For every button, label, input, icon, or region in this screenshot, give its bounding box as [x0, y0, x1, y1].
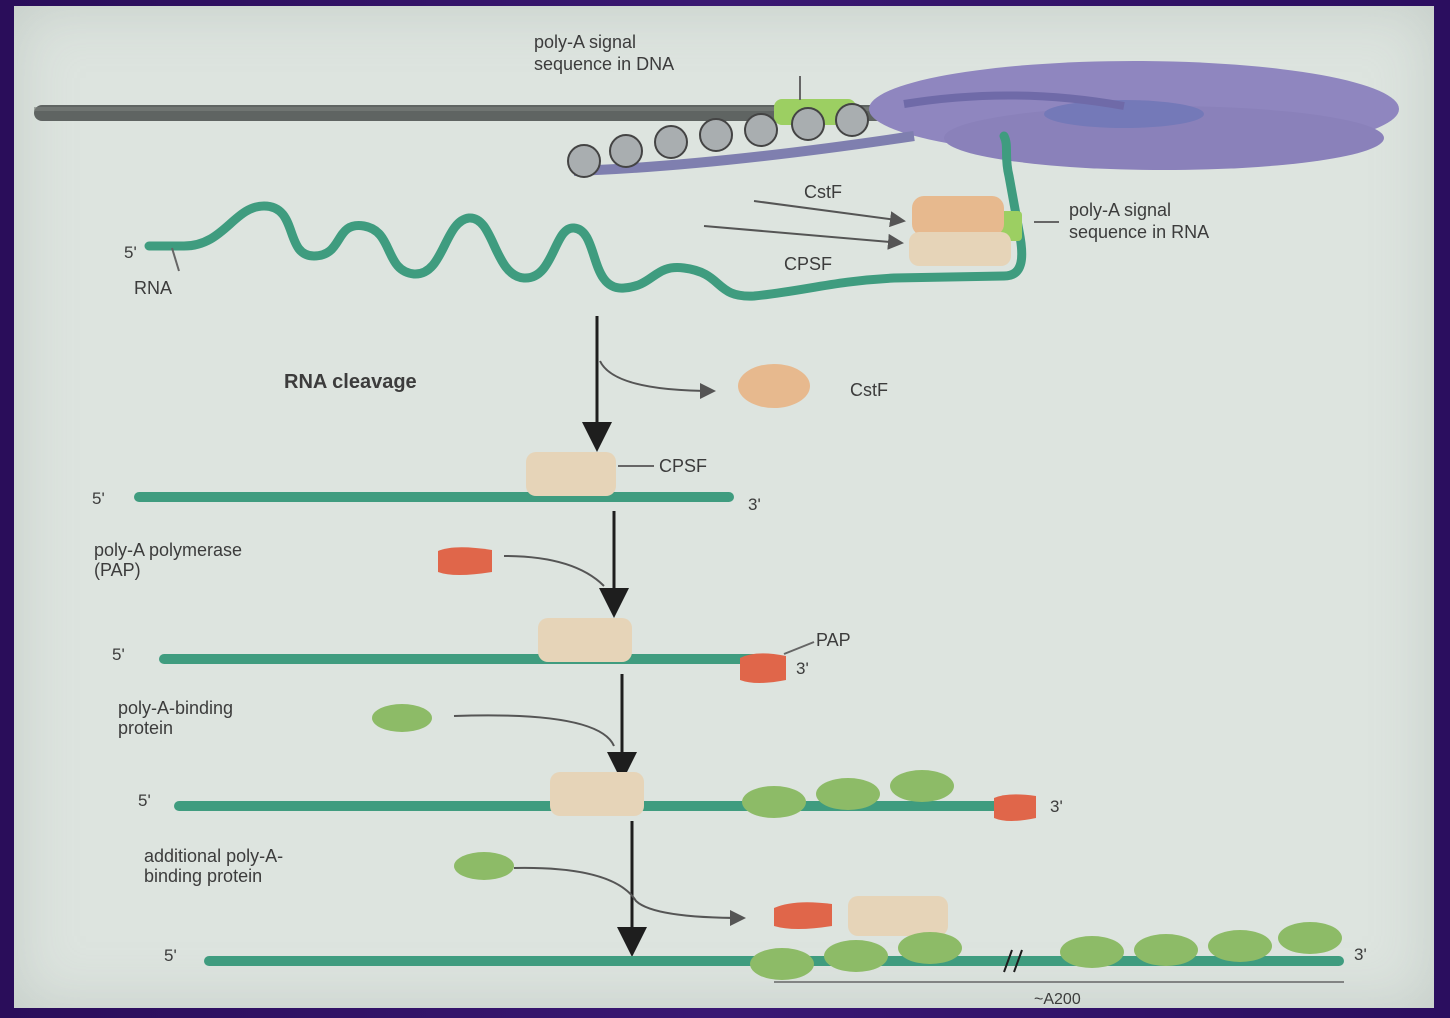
label-pap-2: (PAP)	[94, 560, 141, 580]
cpsf-row-3	[538, 618, 632, 662]
pabp-row-5	[750, 922, 1342, 980]
label-rna-cleavage: RNA cleavage	[284, 371, 417, 393]
label-3prime-row-3: 3'	[796, 659, 809, 678]
pap-bound-row-3	[740, 653, 786, 683]
label-5prime-row-3: 5'	[112, 645, 125, 664]
label-3prime-row-2: 3'	[748, 495, 761, 514]
label-cstf-released: CstF	[850, 380, 888, 400]
label-cpsf-top: CPSF	[784, 254, 832, 274]
label-poly-a-signal-rna-1: poly-A signal	[1069, 200, 1171, 220]
cpsf-complex	[909, 232, 1011, 266]
label-pabp-2: protein	[118, 718, 173, 738]
label-poly-a-signal-dna-2: sequence in DNA	[534, 54, 674, 74]
cpsf-released	[848, 896, 948, 936]
pabp-free	[372, 704, 432, 732]
label-cpsf-row-2: CPSF	[659, 456, 707, 476]
pap-bound-row-4	[994, 794, 1036, 821]
polyadenylation-diagram: poly-A signal sequence in DNA CstF CPSF …	[14, 6, 1434, 1008]
rna-polymerase	[869, 61, 1399, 170]
label-cstf-top: CstF	[804, 182, 842, 202]
cpsf-row-2	[526, 452, 616, 496]
rna-row-2	[134, 492, 734, 502]
label-additional-1: additional poly-A-	[144, 846, 283, 866]
label-5prime-row-2: 5'	[92, 489, 105, 508]
label-poly-a-signal-dna-1: poly-A signal	[534, 32, 636, 52]
label-pap-1: poly-A polymerase	[94, 540, 242, 560]
pabp-additional-free	[454, 852, 514, 880]
label-rna: RNA	[134, 278, 172, 298]
cstf-complex	[912, 196, 1004, 236]
label-pabp-1: poly-A-binding	[118, 698, 233, 718]
label-3prime-row-5: 3'	[1354, 945, 1367, 964]
pap-free	[438, 547, 492, 575]
label-3prime-row-4: 3'	[1050, 797, 1063, 816]
label-5prime-top: 5'	[124, 243, 137, 262]
rna-row-3	[159, 654, 759, 664]
label-poly-a-tail: ~A200	[1034, 991, 1081, 1008]
label-additional-2: binding protein	[144, 866, 262, 886]
label-poly-a-signal-rna-2: sequence in RNA	[1069, 222, 1209, 242]
label-pap-bound: PAP	[816, 630, 851, 650]
released-cstf	[738, 364, 810, 408]
cpsf-row-4	[550, 772, 644, 816]
pap-released	[774, 902, 832, 929]
diagram-canvas: poly-A signal sequence in DNA CstF CPSF …	[14, 6, 1434, 1008]
label-5prime-row-4: 5'	[138, 791, 151, 810]
label-5prime-row-5: 5'	[164, 946, 177, 965]
